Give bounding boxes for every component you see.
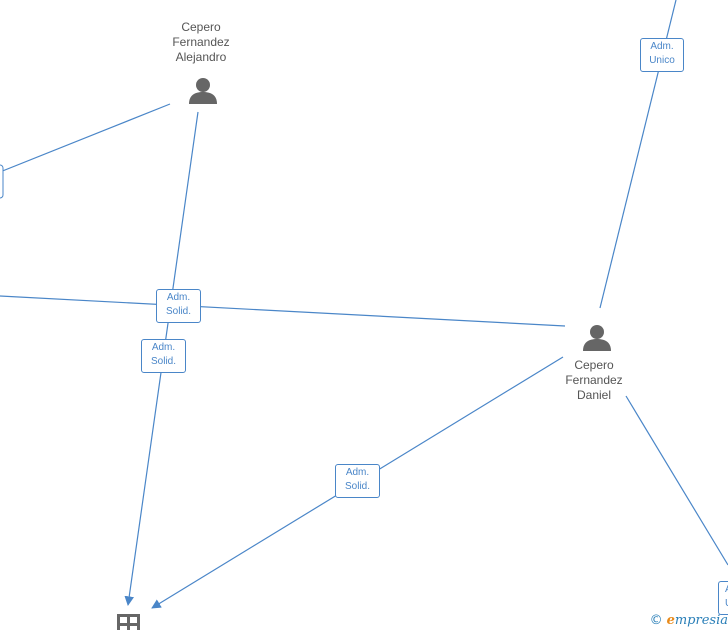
edge-label-line: Adm. bbox=[166, 292, 191, 303]
node-label-line: Fernandez bbox=[172, 35, 230, 49]
edge-label-partial-right[interactable]: A U bbox=[718, 581, 728, 615]
person-icon[interactable] bbox=[583, 325, 611, 351]
person-icon[interactable] bbox=[189, 78, 217, 104]
edge-label-line: Solid. bbox=[150, 356, 176, 367]
node-label-line: Fernandez bbox=[565, 373, 623, 387]
edge-label-line: Unico bbox=[649, 55, 675, 66]
edge-label-line: Adm. bbox=[151, 342, 176, 353]
node-label-line: Cepero bbox=[574, 358, 614, 372]
edge-line-daniel-right bbox=[625, 395, 728, 566]
edge-label-adm-unico[interactable]: Adm. Unico bbox=[640, 38, 684, 72]
copyright-symbol: © bbox=[649, 613, 663, 628]
edge-line-alejandro-left bbox=[0, 103, 171, 173]
empresia-watermark: ©empresia bbox=[650, 613, 728, 628]
edge-label-line: U bbox=[725, 597, 728, 611]
edge-label-adm-solid[interactable]: Adm. Solid. bbox=[141, 339, 186, 373]
node-label-daniel[interactable]: Cepero Fernandez Daniel bbox=[534, 358, 654, 403]
brand-initial: e bbox=[666, 613, 675, 628]
edge-label-adm-solid[interactable]: Adm. Solid. bbox=[335, 464, 380, 498]
brand-name: mpresia bbox=[674, 613, 728, 628]
edge-label-line: A bbox=[725, 583, 728, 597]
edge-label-line: Solid. bbox=[344, 481, 370, 492]
edge-line-left-daniel bbox=[0, 295, 566, 327]
node-label-line: Cepero bbox=[181, 20, 221, 34]
edge-label-adm-solid[interactable]: Adm. Solid. bbox=[156, 289, 201, 323]
building-icon[interactable] bbox=[117, 614, 140, 630]
edge-label-line: Adm. bbox=[345, 467, 370, 478]
node-label-line: Daniel bbox=[576, 388, 612, 402]
node-label-alejandro[interactable]: Cepero Fernandez Alejandro bbox=[141, 20, 261, 65]
edge-label-line: Adm. bbox=[650, 41, 674, 52]
edge-label-partial-left[interactable] bbox=[0, 164, 4, 199]
node-label-line: Alejandro bbox=[175, 50, 227, 64]
edge-label-line: Solid. bbox=[165, 306, 191, 317]
